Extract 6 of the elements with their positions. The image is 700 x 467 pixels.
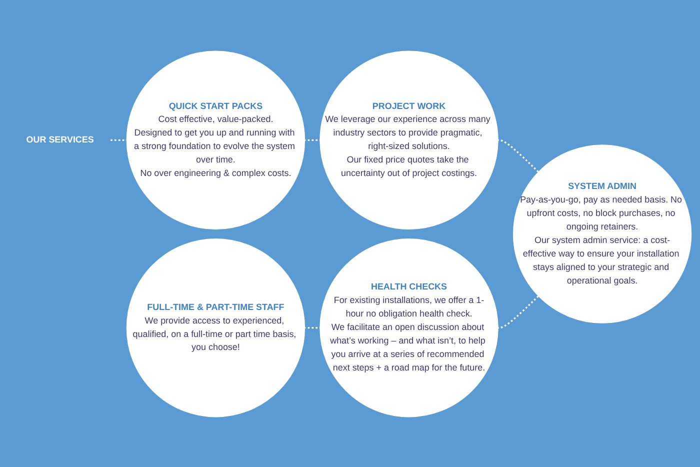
node-circle: HEALTH CHECKS For existing installations, we offer a 1-hour no obligation health check. We facilitate an open discussion about what’s working – and what isn’t, to help you arrive at a series of recommended next steps + a road map for the future.: [320, 238, 498, 417]
node-circle: PROJECT WORK We leverage our experience across many industry sectors to provide pragmatic, right-sized solutions. Our fixed price quotes take the uncertainty out of project costings.: [320, 50, 498, 230]
node-circle: QUICK START PACKS Cost effective, value-packed. Designed to get you up and running with a strong foundation to evolve the system over time. No over engineering & complex costs.: [126, 50, 306, 230]
node-text: OUR SERVICES: [26, 134, 94, 144]
node-circle: SYSTEM ADMIN Pay-as-you-go, pay as needed basis. No upfront costs, no block purchases, no ongoing retainers. Our system admin service: a cost-effective way to ensure your installation stays aligned to your strategic and operational goals.: [512, 144, 692, 323]
node-circle: FULL-TIME & PART-TIME STAFF We provide access to experienced, qualified, on a full-time or part time basis, you choose!: [126, 238, 306, 417]
